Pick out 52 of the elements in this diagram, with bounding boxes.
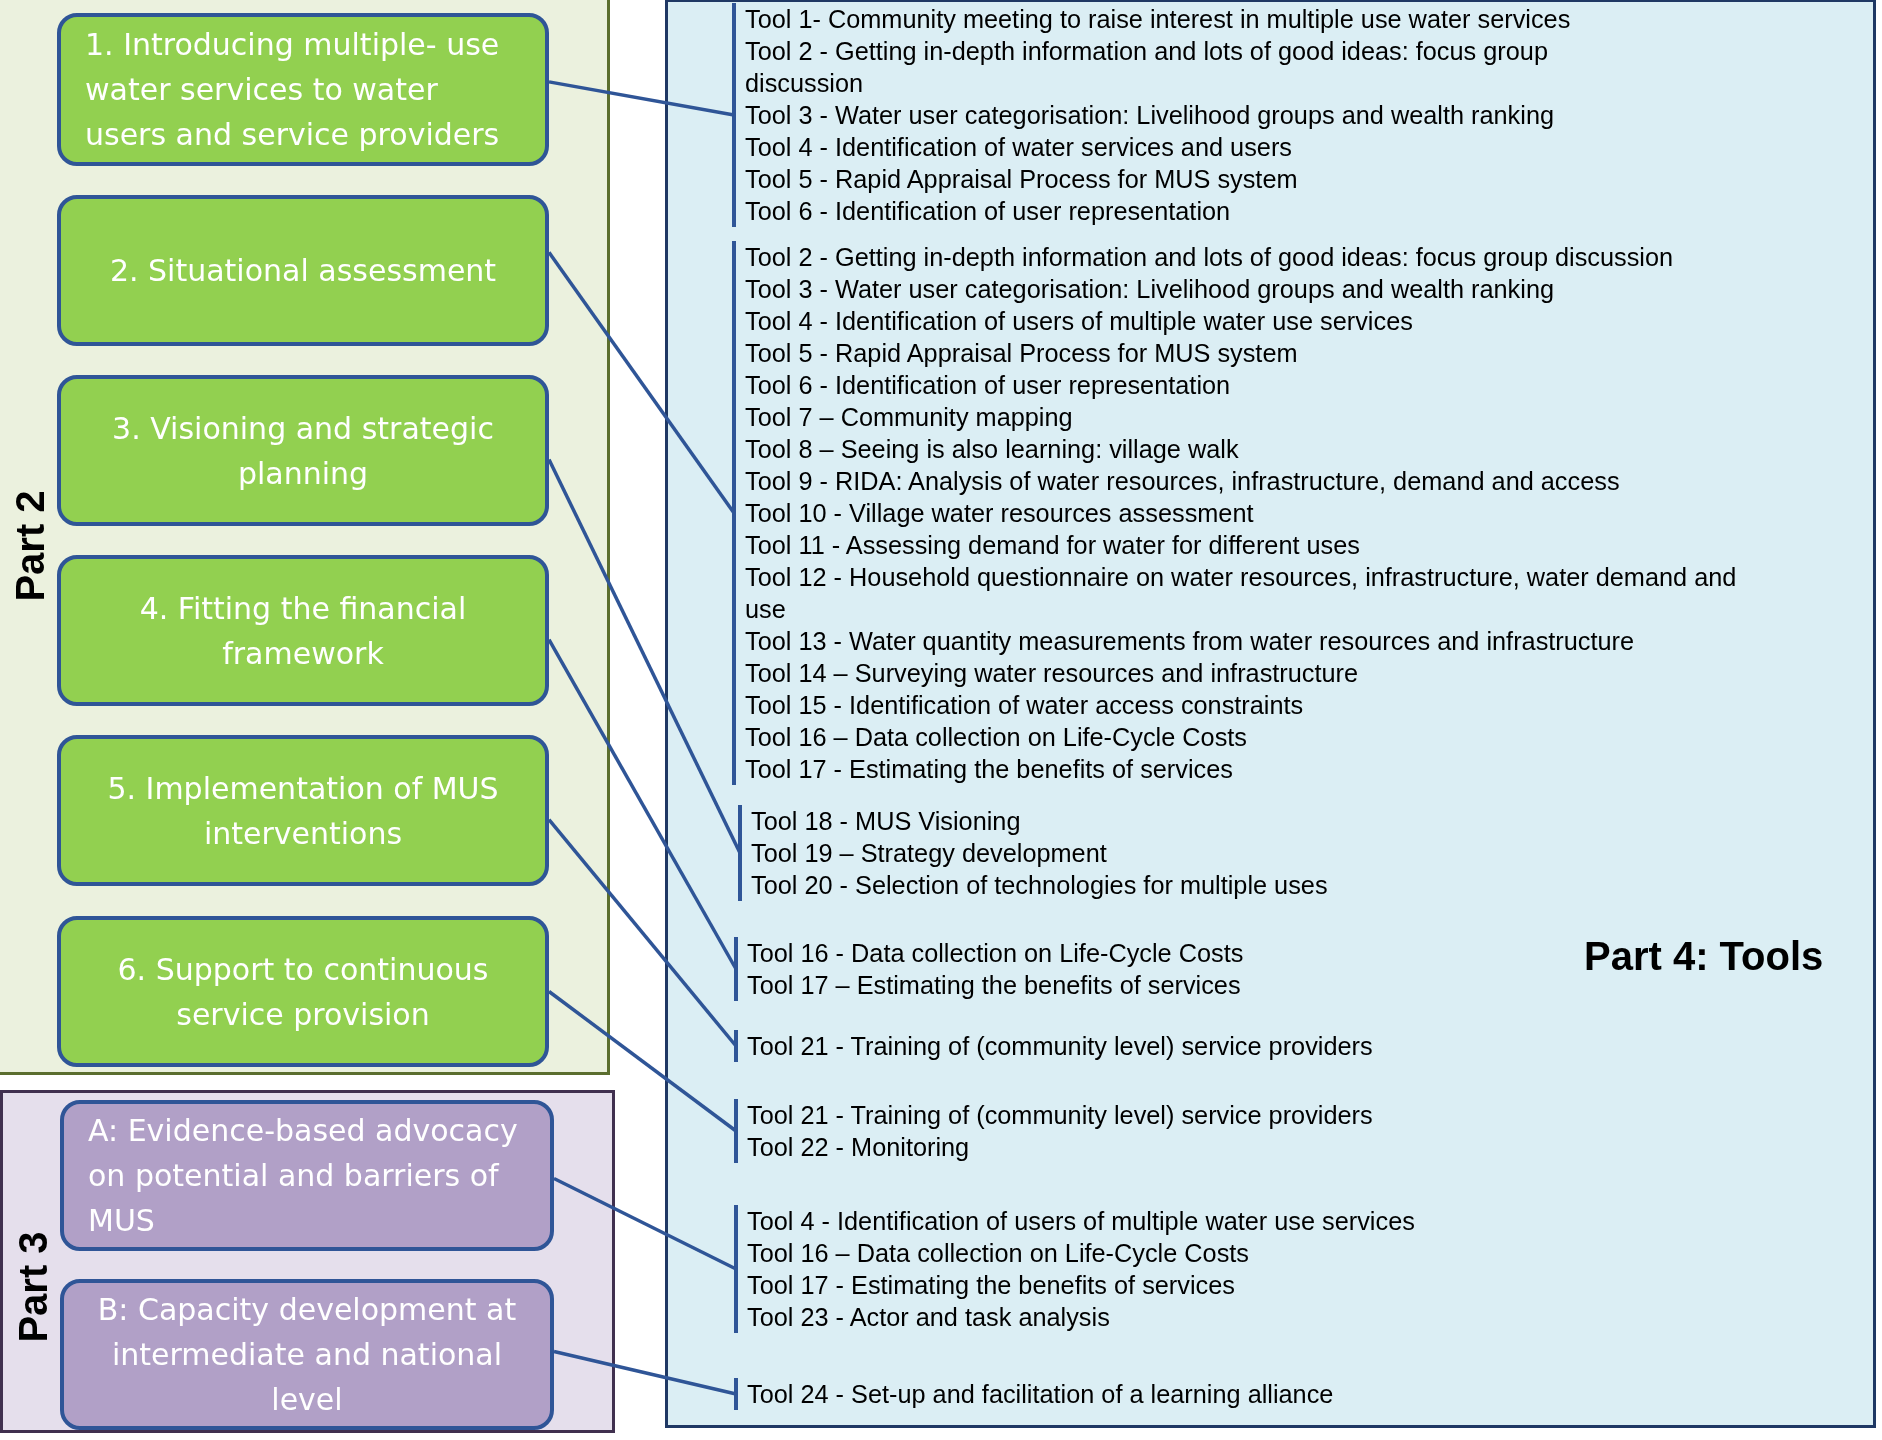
tool-item: Tool 2 - Getting in-depth information and lots of good ideas: focus group discussion bbox=[745, 36, 1549, 99]
step-box: 4. Fitting the financial framework bbox=[57, 555, 549, 706]
tool-item: Tool 6 - Identification of user representation bbox=[745, 370, 1232, 401]
tool-item: Tool 3 - Water user categorisation: Livelihood groups and wealth ranking bbox=[745, 100, 1556, 131]
tool-item: Tool 12 - Household questionnaire on water resources, infrastructure, water demand and use bbox=[745, 562, 1738, 625]
step-box: 2. Situational assessment bbox=[57, 195, 549, 346]
tool-item: Tool 16 – Data collection on Life-Cycle Costs bbox=[747, 1238, 1250, 1269]
section-title: Part 3 bbox=[10, 1231, 56, 1343]
tool-item: Tool 2 - Getting in-depth information and lots of good ideas: focus group discussion bbox=[745, 242, 1675, 273]
tool-item: Tool 5 - Rapid Appraisal Process for MUS system bbox=[745, 338, 1299, 369]
tool-item: Tool 14 – Surveying water resources and infrastructure bbox=[745, 658, 1360, 689]
tool-item: Tool 18 - MUS Visioning bbox=[751, 806, 1022, 837]
tool-item: Tool 7 – Community mapping bbox=[745, 402, 1074, 433]
connector-line bbox=[553, 1349, 737, 1396]
tool-item: Tool 21 - Training of (community level) service providers bbox=[747, 1100, 1374, 1131]
step-box: 6. Support to continuous service provision bbox=[57, 916, 549, 1067]
section-title: Part 2 bbox=[7, 490, 53, 602]
tool-item: Tool 4 - Identification of users of multiple water use services bbox=[745, 306, 1414, 337]
tool-item: Tool 16 – Data collection on Life-Cycle Costs bbox=[745, 722, 1248, 753]
section-panel bbox=[665, 0, 1876, 1428]
connector-line bbox=[548, 80, 735, 117]
step-box: B: Capacity development at intermediate and national level bbox=[60, 1279, 554, 1430]
tool-item: Tool 1- Community meeting to raise interest in multiple use water services bbox=[745, 4, 1572, 35]
tool-item: Tool 24 - Set-up and facilitation of a learning alliance bbox=[747, 1379, 1335, 1410]
section-panel bbox=[0, 1090, 615, 1433]
tool-item: Tool 15 - Identification of water access constraints bbox=[745, 690, 1305, 721]
tool-item: Tool 4 - Identification of water services and users bbox=[745, 132, 1293, 163]
step-box: A: Evidence-based advocacy on potential and barriers of MUS bbox=[60, 1100, 554, 1251]
step-box: 3. Visioning and strategic planning bbox=[57, 375, 549, 526]
section-title: Part 4: Tools bbox=[1584, 933, 1824, 979]
tool-item: Tool 6 - Identification of user representation bbox=[745, 196, 1232, 227]
tool-item: Tool 4 - Identification of users of multiple water use services bbox=[747, 1206, 1416, 1237]
section-panel bbox=[0, 0, 610, 1075]
tool-item: Tool 22 - Monitoring bbox=[747, 1132, 971, 1163]
tool-item: Tool 3 - Water user categorisation: Livelihood groups and wealth ranking bbox=[745, 274, 1556, 305]
tool-item: Tool 5 - Rapid Appraisal Process for MUS system bbox=[745, 164, 1299, 195]
tool-item: Tool 17 – Estimating the benefits of services bbox=[747, 970, 1242, 1001]
tool-item: Tool 17 - Estimating the benefits of services bbox=[745, 754, 1234, 785]
tool-item: Tool 11 - Assessing demand for water for different uses bbox=[745, 530, 1361, 561]
tool-item: Tool 20 - Selection of technologies for multiple uses bbox=[751, 870, 1329, 901]
tool-item: Tool 17 - Estimating the benefits of services bbox=[747, 1270, 1236, 1301]
tool-item: Tool 21 - Training of (community level) service providers bbox=[747, 1031, 1374, 1062]
tool-item: Tool 16 - Data collection on Life-Cycle Costs bbox=[747, 938, 1245, 969]
tool-item: Tool 9 - RIDA: Analysis of water resources, infrastructure, demand and access bbox=[745, 466, 1621, 497]
tool-item: Tool 13 - Water quantity measurements from water resources and infrastructure bbox=[745, 626, 1636, 657]
tool-item: Tool 23 - Actor and task analysis bbox=[747, 1302, 1111, 1333]
tool-item: Tool 19 – Strategy development bbox=[751, 838, 1108, 869]
connector-line bbox=[553, 1176, 737, 1271]
tool-item: Tool 10 - Village water resources assessment bbox=[745, 498, 1255, 529]
step-box: 1. Introducing multiple- use water services to water users and service providers bbox=[57, 13, 549, 166]
step-box: 5. Implementation of MUS interventions bbox=[57, 735, 549, 886]
tool-item: Tool 8 – Seeing is also learning: village walk bbox=[745, 434, 1240, 465]
